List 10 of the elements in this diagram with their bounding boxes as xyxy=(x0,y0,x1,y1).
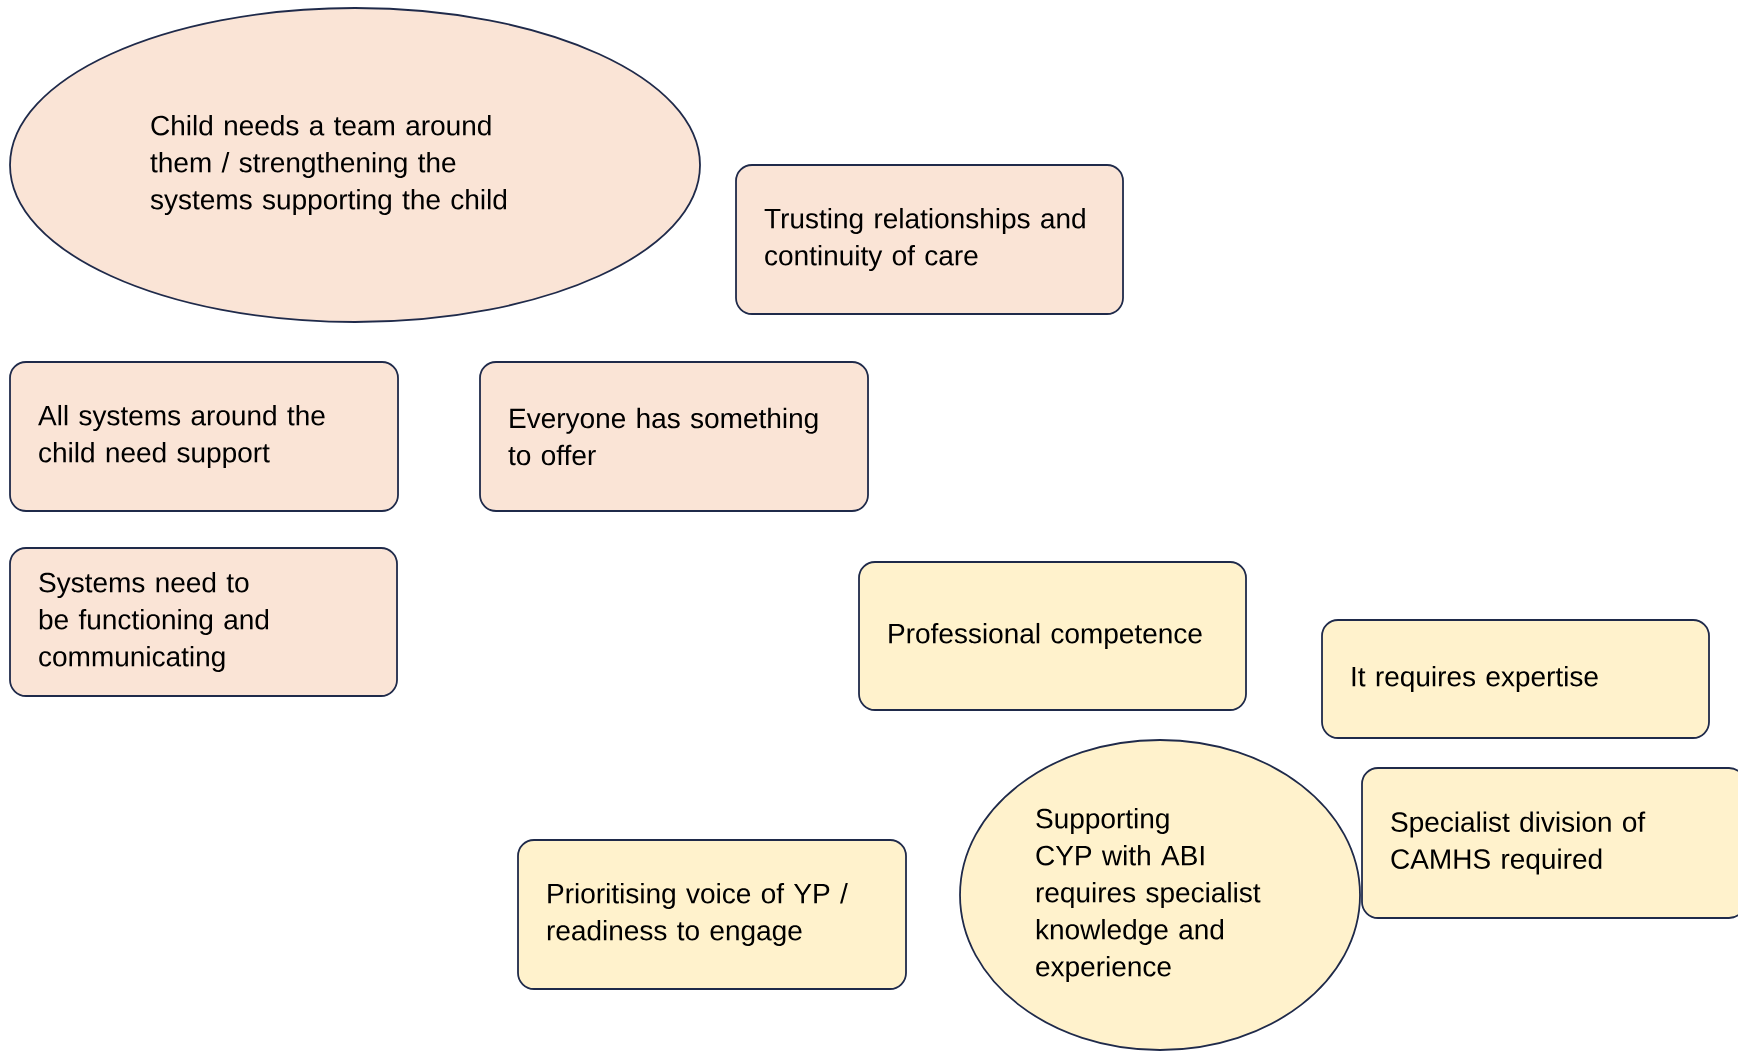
rounded-box: Systems need to be functioning and communicating xyxy=(9,547,398,697)
rounded-box: It requires expertise xyxy=(1321,619,1710,739)
rounded-box: Specialist division of CAMHS required xyxy=(1361,767,1738,919)
rounded-box: All systems around the child need support xyxy=(9,361,399,512)
ellipse-node: Child needs a team around them / strengthening the systems supporting the child xyxy=(9,7,701,323)
rounded-box: Professional competence xyxy=(858,561,1247,711)
rounded-box: Prioritising voice of YP / readiness to engage xyxy=(517,839,907,990)
rounded-box: Everyone has something to offer xyxy=(479,361,869,512)
rounded-box: Trusting relationships and continuity of care xyxy=(735,164,1124,315)
ellipse-node: Supporting CYP with ABI requires specialist knowledge and experience xyxy=(959,739,1361,1051)
